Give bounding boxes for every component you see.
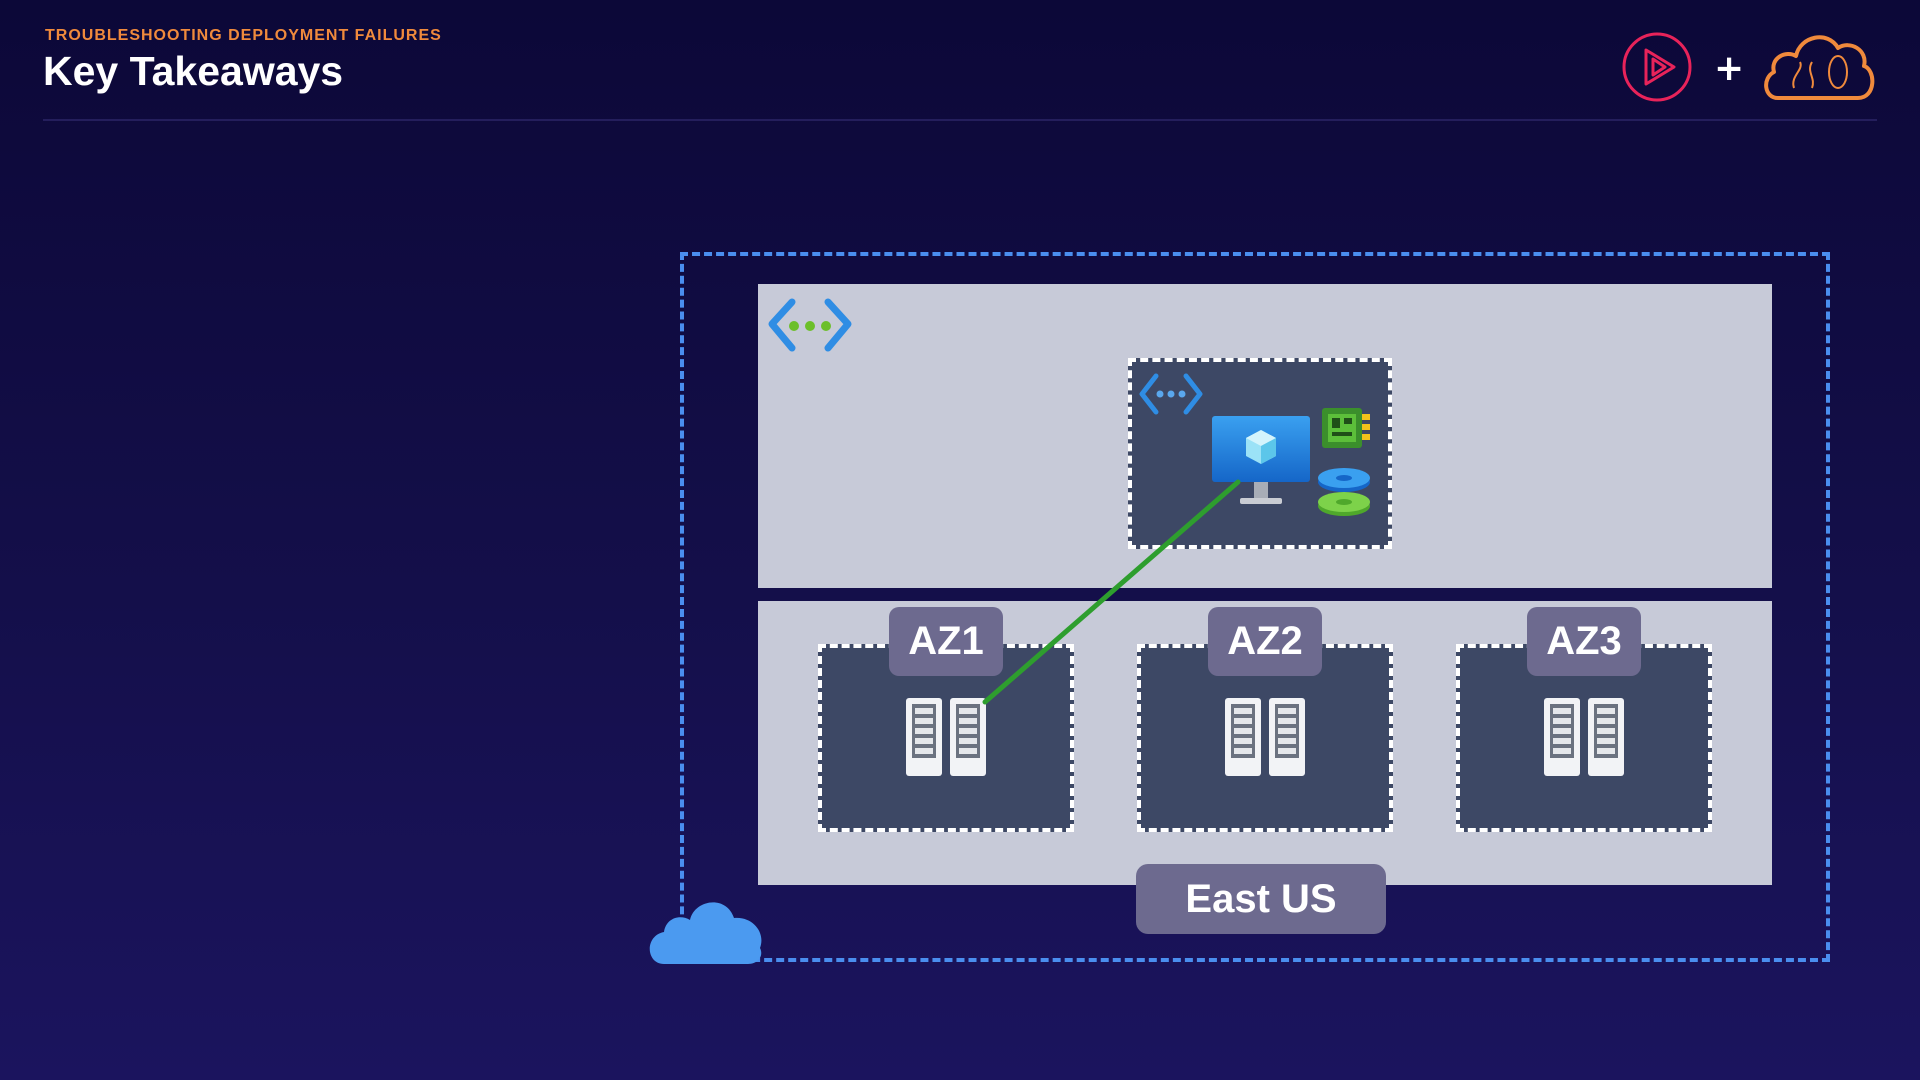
zone-label-az3: AZ3 — [1527, 607, 1641, 676]
cloud-logo-icon — [1764, 35, 1875, 100]
section-eyebrow: TROUBLESHOOTING DEPLOYMENT FAILURES — [45, 27, 442, 44]
server-rack-icon — [906, 698, 986, 776]
server-rack-icon — [1225, 698, 1305, 776]
page-title: Key Takeaways — [43, 48, 344, 94]
zone-label-az1: AZ1 — [889, 607, 1003, 676]
disk-icon — [1318, 468, 1370, 516]
virtual-machine-icon — [1212, 416, 1310, 504]
zone-label-az2: AZ2 — [1208, 607, 1322, 676]
subnet-icon — [1139, 373, 1203, 415]
plus-sign: + — [1714, 48, 1745, 89]
virtual-network-icon — [768, 298, 852, 352]
play-logo-icon — [1622, 32, 1692, 102]
cloud-icon — [649, 902, 762, 964]
subscription-boundary — [680, 252, 1830, 962]
header-divider — [43, 119, 1877, 121]
region-label: East US — [1136, 864, 1386, 934]
nic-icon — [1322, 408, 1370, 448]
server-rack-icon — [1544, 698, 1624, 776]
